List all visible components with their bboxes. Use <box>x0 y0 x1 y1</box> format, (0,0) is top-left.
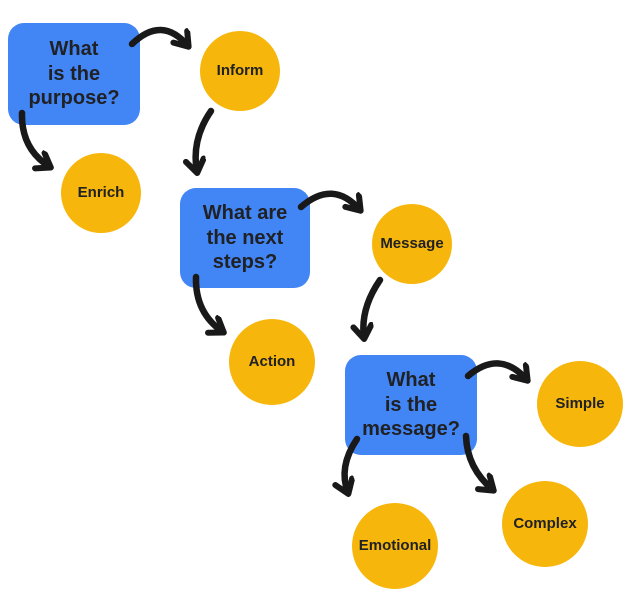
node-message-question-box: What is the message? <box>345 355 477 455</box>
node-action-label: Action <box>248 352 296 370</box>
node-message-question-label: What is the message? <box>362 369 460 441</box>
node-message-circle: Message <box>372 204 452 284</box>
node-purpose-question-box: What is the purpose? <box>8 23 140 125</box>
node-action-circle: Action <box>229 319 315 405</box>
node-next-steps-label: What are the next steps? <box>202 202 288 274</box>
node-simple-label: Simple <box>555 394 605 412</box>
arrow-purpose-to-inform <box>128 26 188 46</box>
arrow-message-to-message-question <box>363 276 384 338</box>
node-inform-label: Inform <box>216 61 264 79</box>
node-message-label: Message <box>380 234 444 252</box>
node-complex-label: Complex <box>513 514 577 532</box>
node-emotional-circle: Emotional <box>352 503 438 589</box>
node-purpose-label: What is the purpose? <box>28 38 120 110</box>
node-next-steps-question-box: What are the next steps? <box>180 188 310 288</box>
node-emotional-label: Emotional <box>358 536 432 554</box>
node-enrich-label: Enrich <box>77 183 125 201</box>
node-inform-circle: Inform <box>200 31 280 111</box>
node-enrich-circle: Enrich <box>61 153 141 233</box>
arrow-inform-to-next-steps <box>196 107 215 172</box>
node-simple-circle: Simple <box>537 361 623 447</box>
node-complex-circle: Complex <box>502 481 588 567</box>
